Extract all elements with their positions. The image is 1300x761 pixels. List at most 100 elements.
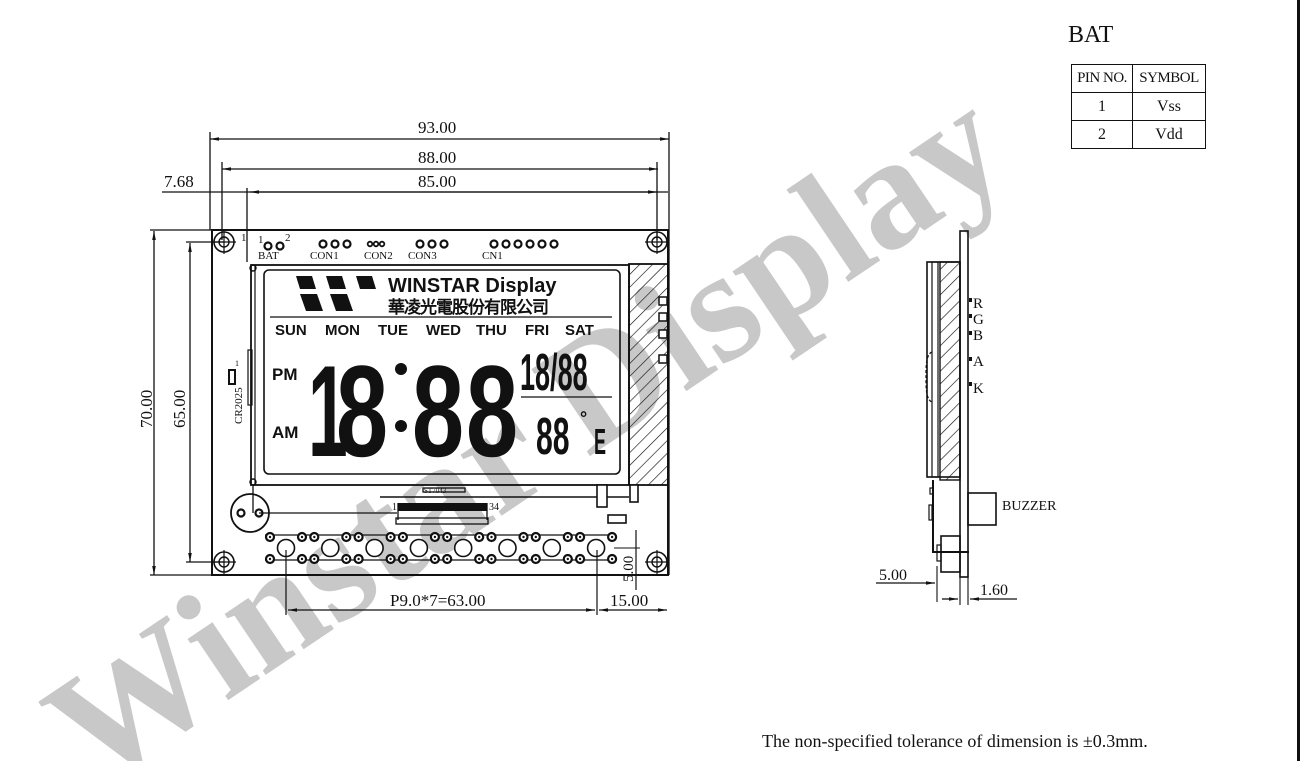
svg-text:70.00: 70.00	[137, 390, 156, 428]
lcd-date: 18/88	[520, 342, 588, 401]
svg-text:TUE: TUE	[378, 322, 408, 339]
page-edge-border	[1297, 0, 1300, 761]
header-symbol: SYMBOL	[1132, 64, 1206, 93]
side-view: R G B A K BUZZER 5.00 1.60	[876, 230, 1057, 605]
side-backlight-hatch	[939, 261, 961, 481]
svg-text:K: K	[973, 381, 984, 397]
lcd-degree: °	[580, 408, 587, 428]
dim-view-area-width: 85.00 7.68	[162, 172, 668, 262]
svg-text:1: 1	[392, 502, 397, 513]
watermark-text: Winstar Display	[15, 51, 1035, 761]
buzzer-icon	[230, 485, 397, 533]
bat-table-title: BAT	[1068, 22, 1114, 48]
svg-text:5.00: 5.00	[879, 567, 907, 584]
svg-text:1: 1	[241, 232, 247, 244]
lcd-temperature: 88	[536, 409, 570, 466]
label-con1: CON1	[310, 250, 339, 262]
svg-text:MON: MON	[325, 322, 360, 339]
led-pin-labels: R G B A K	[969, 296, 984, 397]
svg-text:93.00: 93.00	[418, 118, 456, 137]
lcd-brand: WINSTAR Display	[388, 275, 557, 297]
svg-text:7.68: 7.68	[164, 172, 194, 191]
svg-text:WED: WED	[426, 322, 461, 339]
label-con2: CON2	[364, 250, 393, 262]
tolerance-note: The non-specified tolerance of dimension…	[762, 731, 1148, 751]
svg-text:2: 2	[285, 232, 291, 244]
svg-text:8: 8	[336, 339, 388, 485]
pin-number: 1	[1071, 92, 1133, 121]
mount-hole-icon	[212, 550, 236, 575]
weekday-row: SUN MON TUE WED THU FRI SAT	[275, 322, 594, 339]
svg-text:THU: THU	[476, 322, 507, 339]
svg-text:ST7043: ST7043	[424, 487, 447, 495]
svg-text:65.00: 65.00	[170, 390, 189, 428]
lcd-segments: WINSTAR Display 華凌光電股份有限公司 SUN MON TUE W…	[270, 275, 612, 485]
lcd-am: AM	[272, 423, 298, 442]
mount-hole-icon	[212, 230, 236, 254]
label-cn1: CN1	[482, 250, 503, 262]
battery-holder: 1 CR2025	[228, 359, 245, 424]
lcd-pm: PM	[272, 365, 298, 384]
svg-text:1: 1	[235, 359, 239, 368]
lcd-brand-cn: 華凌光電股份有限公司	[388, 297, 548, 317]
dim-side-left: 5.00	[876, 566, 938, 602]
svg-text:P9.0*7=63.00: P9.0*7=63.00	[390, 591, 486, 610]
button-pad-icon	[453, 538, 473, 558]
pin-symbol: Vdd	[1132, 120, 1206, 149]
label-con3: CON3	[408, 250, 437, 262]
header-pin-no: PIN NO.	[1071, 64, 1133, 93]
watermark: Winstar Display	[15, 51, 1035, 761]
side-buzzer: BUZZER	[967, 492, 1057, 526]
svg-text:34: 34	[489, 502, 499, 513]
side-pcb	[959, 230, 969, 578]
label-bat: BAT	[258, 250, 279, 262]
svg-text:88.00: 88.00	[418, 148, 456, 167]
dim-button-pitch: P9.0*7=63.00	[285, 550, 598, 615]
table-row: 1 Vss	[1071, 92, 1206, 121]
mount-hole-icon	[645, 230, 669, 254]
bat-pin-table: PIN NO. SYMBOL 1 Vss 2 Vdd	[1071, 64, 1206, 149]
mounting-holes: 1	[212, 230, 669, 575]
winstar-logo-icon	[296, 276, 376, 311]
table-row: 2 Vdd	[1071, 120, 1206, 149]
svg-text:B: B	[973, 328, 983, 344]
button-pad-icon	[586, 538, 606, 558]
connectors: 1 2 BAT CON1 CON2 CON3 CN1	[258, 232, 559, 262]
svg-text:8: 8	[466, 339, 518, 485]
lcd-temp-unit: E	[594, 422, 606, 462]
button-pad-icon	[320, 538, 340, 558]
svg-text:CR2025: CR2025	[233, 387, 245, 424]
button-pad-icon	[498, 538, 517, 558]
button-row	[264, 531, 618, 565]
svg-text:1: 1	[308, 340, 348, 485]
svg-text:8: 8	[412, 339, 464, 485]
svg-text:85.00: 85.00	[418, 172, 456, 191]
svg-text:1: 1	[258, 234, 264, 246]
svg-text:FRI: FRI	[525, 322, 549, 339]
dim-hole-pitch-x: 88.00	[221, 148, 658, 240]
svg-text:R: R	[973, 296, 983, 312]
mount-hole-icon	[645, 550, 669, 575]
dim-hole-pitch-y: 65.00	[170, 241, 224, 563]
fpc-connector: ST7043 1 34	[380, 484, 639, 525]
svg-text:5.00: 5.00	[621, 556, 637, 582]
led-pads	[658, 296, 668, 364]
svg-text:1.60: 1.60	[980, 582, 1008, 599]
svg-text:BUZZER: BUZZER	[1002, 499, 1057, 514]
svg-text:SUN: SUN	[275, 322, 307, 339]
dim-overall-height: 70.00	[137, 229, 212, 576]
table-header-row: PIN NO. SYMBOL	[1071, 64, 1206, 93]
dim-button-offset: 15.00	[599, 591, 667, 612]
front-view: 93.00 88.00 85.00 7.68 70.00 65.00	[137, 118, 670, 615]
dim-button-height: 5.00	[614, 530, 640, 590]
pin-symbol: Vss	[1132, 92, 1206, 121]
lcd-time-digits: 1 8 8 8	[308, 339, 518, 485]
lcd-viewing-area	[263, 269, 621, 475]
svg-text:G: G	[973, 312, 984, 328]
svg-text:SAT: SAT	[565, 322, 594, 339]
button-pad-icon	[365, 538, 384, 558]
button-pad-icon	[409, 538, 429, 558]
pin-number: 2	[1071, 120, 1133, 149]
dim-side-thickness: 1.60	[942, 575, 1017, 605]
